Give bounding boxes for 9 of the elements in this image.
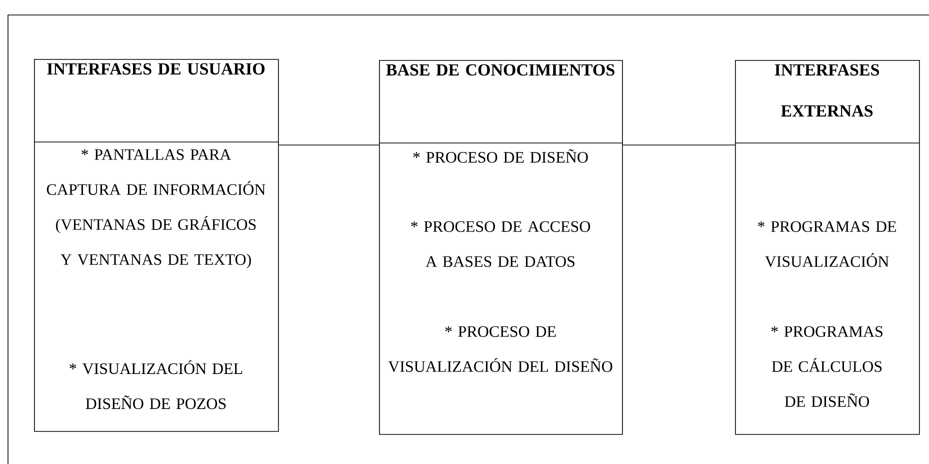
list-item: * PROCESO DE ACCESO A BASES DE DATOS: [411, 221, 590, 267]
list-item: * VISUALIZACIÓN DEL DISEÑO DE POZOS: [70, 360, 242, 410]
list-item: * PROCESO DE DISEÑO: [413, 149, 588, 163]
list-item: * PROGRAMAS DE CÁLCULOS DE DISEÑO: [771, 326, 882, 407]
list-item: * PROGRAMAS DE VISUALIZACIÓN: [758, 221, 896, 268]
connector-line: [278, 144, 380, 146]
list-item: * PANTALLAS PARA CAPTURA DE INFORMACIÓN (VENTANAS DE GRÁFICOS Y VENTANAS DE TEXTO): [46, 149, 266, 268]
list-item: * PROCESO DE VISUALIZACIÓN DEL DISEÑO: [388, 326, 612, 372]
connector-line: [622, 144, 736, 146]
